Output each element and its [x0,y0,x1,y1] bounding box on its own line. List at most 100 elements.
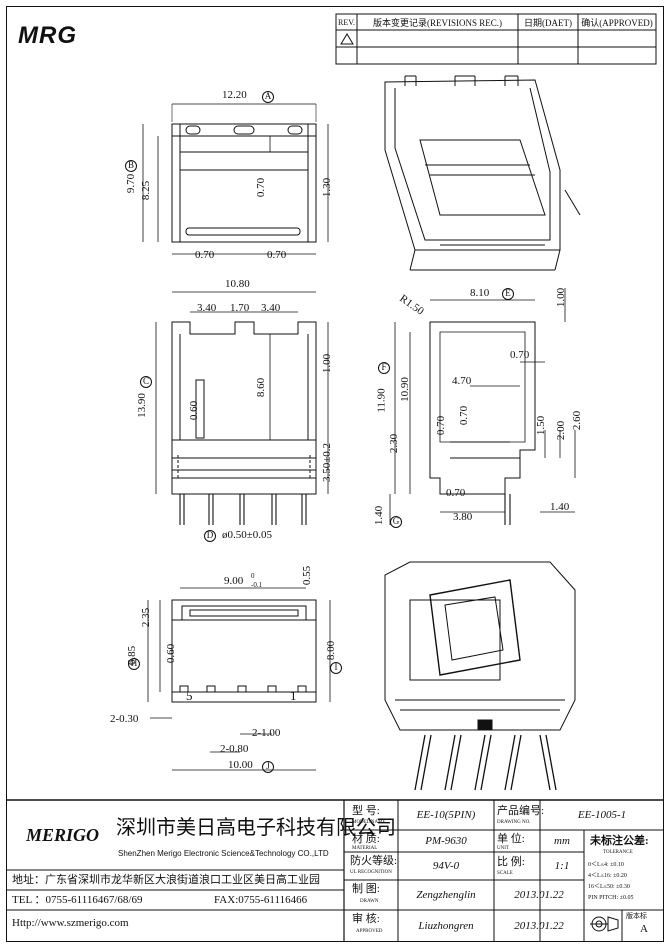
dim-bot-tol-up: 0 [251,572,255,580]
iso-view-top [384,75,581,271]
dim-side-b2: 3.80 [453,511,473,523]
approved-label: 审 核: [352,913,380,925]
dim-bot-top: 9.00 [224,575,244,587]
ref-j: J [262,761,274,773]
rev-title-header: 版本变更记录(REVISIONS REC.) [372,17,502,28]
model-value: EE-10(5PIN) [416,809,476,821]
drawing-label: 产品编号: [497,805,545,817]
dim-bot-h1: 2.35 [140,607,153,628]
dim-side-v5: 2.00 [555,420,568,441]
dim-side-v3: 2.30 [388,433,401,454]
tol-range-4: PIN PITCH: ±0.05 [588,895,634,901]
dim-front-seg3: 3.40 [261,302,281,314]
model-label-en: MODEL NAME [352,820,386,825]
model-label: 型 号: [352,805,380,817]
tol-range-1: 0＜L≤4: ±0.10 [588,862,624,868]
ref-b: B [125,160,137,172]
scale-value: 1:1 [554,860,570,872]
pin-label-1: 1 [290,688,297,703]
material-value: PM-9630 [425,835,467,847]
ref-i: I [330,662,342,674]
ref-f: F [378,362,390,374]
dim-front-top: 1.00 [321,353,334,374]
dim-side-top: 1.00 [555,287,568,308]
company-fax: FAX:0755-61116466 [214,894,308,906]
dim-front-seg2: 1.70 [230,302,250,314]
ref-c: C [140,376,152,388]
ref-h: H [128,658,140,670]
dim-side-pin: 1.40 [373,505,386,526]
approved-date: 2013.01.22 [514,920,564,932]
dim-bot-width: 10.00 [228,759,253,771]
ul-label: 防火等级: [350,855,398,867]
iso-view-bottom [384,561,576,791]
brand-logo: MERIGO [26,825,100,845]
side-view [389,288,576,525]
tol-range-2: 4＜L≤16: ±0.20 [588,873,627,879]
dim-top-right: 1.30 [321,177,334,198]
dim-front-height: 13.90 [135,393,148,418]
drawing-frame [6,6,664,942]
dim-front-seg1: 3.40 [197,302,217,314]
dim-bot-p1: 2-0.30 [110,713,139,725]
approved-label-en: APPROVED [356,929,383,934]
dim-bot-tol-dn: -0.1 [251,581,263,589]
company-tel: TEL ：0755-61116467/68/69 [12,894,143,906]
scale-label-en: SCALE [497,871,513,876]
drawn-label: 制 图: [352,883,380,895]
dim-side-h1: 11.90 [375,388,388,413]
dim-front-slot: 0.60 [188,400,201,421]
pin-label-5: 5 [186,688,193,703]
ul-label-en: UL RECOGNITION [350,870,392,875]
drawn-date: 2013.01.22 [514,889,564,901]
ref-d: D [204,530,216,542]
tol-range-3: 16＜L≤50: ±0.30 [588,884,630,890]
dim-bot-p2: 2-1.00 [252,727,281,739]
dim-top-bot-left: 0.70 [195,249,215,261]
dim-top-bot-right: 0.70 [267,249,287,261]
dim-front-pin-h: 3.50±0.2 [321,442,334,483]
date-col-header: 日期(DAET) [524,17,572,28]
material-label: 材 质: [352,833,380,845]
tol-title-en: TOLERANCE [603,850,633,855]
dim-side-b3: 1.40 [550,501,570,513]
drawn-label-en: DRAWN [360,899,379,904]
tol-title: 未标注公差: [590,835,649,847]
ref-e: E [502,288,514,300]
material-label-en: MATERIAL [352,846,378,851]
bottom-view [147,587,331,771]
ul-value: 94V-0 [432,860,460,872]
dim-side-w2: 4.70 [452,375,472,387]
dim-side-v4: 1.50 [535,415,548,436]
unit-label-en: UNIT [497,846,509,851]
revision-triangle-icon [340,33,354,45]
dim-side-v6: 2.60 [571,410,584,431]
company-web: Http://www.szmerigo.com [12,917,129,929]
front-view [155,291,329,525]
dim-side-v2: 0.70 [458,405,471,426]
logo: MRG [18,22,77,49]
ref-a: A [262,91,274,103]
dim-top-center: 0.70 [255,177,268,198]
ref-g: G [390,516,402,528]
dim-bot-p3: 2-0.80 [220,743,249,755]
dim-top-width: 12.20 [222,89,247,101]
dim-top-inner: 8.25 [140,180,153,201]
dim-side-b1: 0.70 [446,487,466,499]
company-name-en: ShenZhen Merigo Electronic Science&Techn… [118,849,329,858]
dim-front-pin-dia: ø0.50±0.05 [222,529,273,541]
title-block-lines [6,799,664,942]
company-name-cn: 深圳市美日高电子科技有限公司 [116,817,396,839]
rev-col-header: REV. [338,17,355,27]
top-view [142,103,329,255]
version-value: A [640,923,648,935]
dim-bot-right: 0.55 [301,565,314,586]
drawn-value: Zengzhenglin [416,889,476,901]
version-label: 版本标 [626,912,647,920]
drawing-no-value: EE-1005-1 [577,809,627,821]
drawing-label-en: DRAWING NO. [497,820,531,825]
dim-front-width: 10.80 [225,278,250,290]
approve-col-header: 确认(APPROVED) [581,17,653,28]
dim-front-inner: 8.60 [255,377,268,398]
revision-table [335,13,657,65]
